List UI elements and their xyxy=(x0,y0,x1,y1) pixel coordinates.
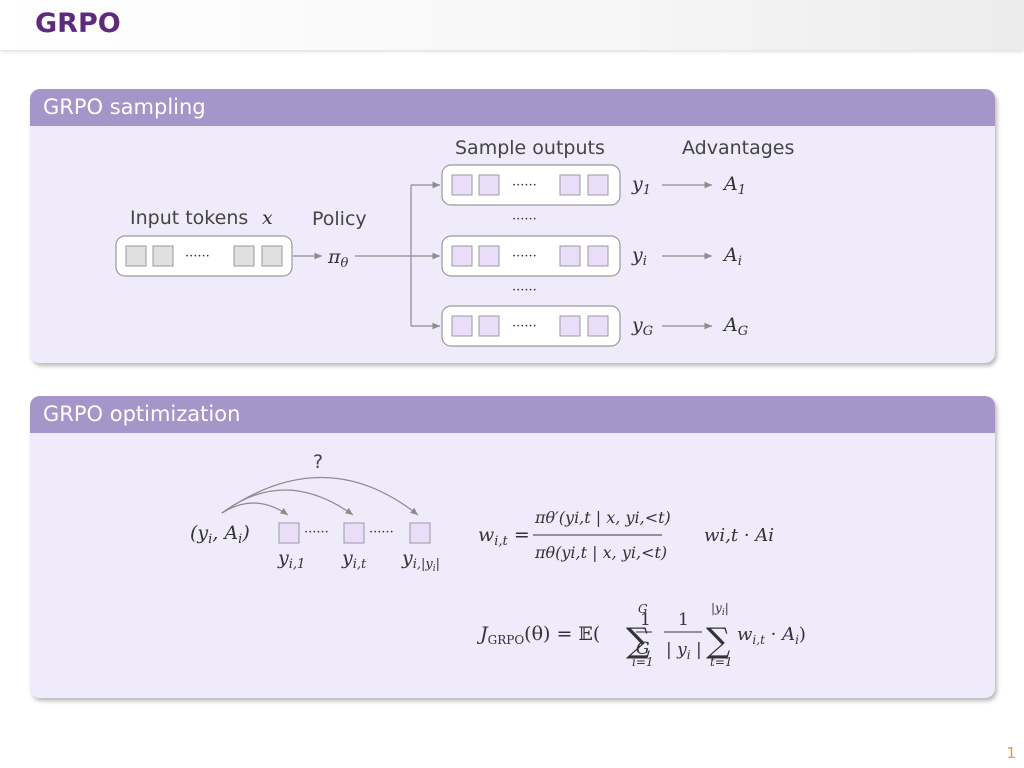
svg-text:| yi |: | yi | xyxy=(666,640,702,662)
token-yi1 xyxy=(278,522,300,544)
token-label-yi1: yi,1 xyxy=(277,547,305,572)
objective-formula: JGRPO(θ) = 𝔼( 1 G G ∑ i=1 1 | yi | |yi| … xyxy=(476,601,806,669)
optimization-diagram: ? (yi, Ai) ······ ······ yi,1 yi,t yi,|y… xyxy=(190,451,806,669)
input-token xyxy=(233,245,255,267)
token-dots: ······ xyxy=(304,525,329,540)
output-y-G: yG xyxy=(631,314,653,339)
weighted-advantage: wi,t · Ai xyxy=(704,525,774,546)
weight-denominator: πθ(yi,t | x, yi,<t) xyxy=(534,543,667,562)
slide-title: GRPO xyxy=(35,8,121,39)
input-token xyxy=(261,245,283,267)
policy-symbol: πθ xyxy=(327,246,349,271)
sampling-block-heading: GRPO sampling xyxy=(30,89,995,126)
svg-text:t=1: t=1 xyxy=(710,655,733,669)
output-box-i: ······ xyxy=(441,235,621,277)
dependency-arcs xyxy=(221,476,419,516)
page-number: 1 xyxy=(1006,744,1016,762)
svg-text:wi,t · Ai): wi,t · Ai) xyxy=(737,624,806,647)
input-tokens-label: Input tokens xyxy=(130,207,248,229)
optimization-block-heading: GRPO optimization xyxy=(30,396,995,433)
svg-text:i=1: i=1 xyxy=(632,655,654,669)
svg-text:G: G xyxy=(636,639,650,659)
input-var-x: x xyxy=(262,207,273,229)
question-mark: ? xyxy=(313,451,323,473)
token-yit xyxy=(343,522,365,544)
output-dots: ······ xyxy=(512,319,537,334)
svg-text:G: G xyxy=(638,602,648,616)
output-dots: ······ xyxy=(512,178,537,193)
output-dots: ······ xyxy=(512,249,537,264)
advantage-A-i: Ai xyxy=(722,244,742,269)
advantages-label: Advantages xyxy=(682,137,794,159)
output-box-G: ······ xyxy=(441,305,621,347)
policy-label: Policy xyxy=(312,208,367,230)
sample-outputs-label: Sample outputs xyxy=(455,137,605,159)
weight-numerator: πθ′(yi,t | x, yi,<t) xyxy=(534,508,671,527)
slide-header: GRPO xyxy=(0,0,1024,50)
svg-text:JGRPO(θ) = 𝔼(: JGRPO(θ) = 𝔼( xyxy=(476,623,600,647)
svg-text:1: 1 xyxy=(678,610,689,630)
between-dots: ······ xyxy=(512,283,537,298)
sampling-block: GRPO sampling Input tokens x Policy Samp… xyxy=(30,89,995,363)
optimization-block: GRPO optimization ? (yi, Ai) ······ ····… xyxy=(30,396,995,698)
input-token xyxy=(152,245,174,267)
between-dots: ······ xyxy=(512,212,537,227)
weight-lhs: wi,t = xyxy=(478,524,530,549)
advantage-A-G: AG xyxy=(722,314,748,339)
output-y-1: y1 xyxy=(631,173,651,198)
svg-text:1: 1 xyxy=(640,610,651,630)
input-token xyxy=(125,245,147,267)
token-yi-last xyxy=(409,522,431,544)
svg-text:|yi|: |yi| xyxy=(711,601,729,618)
output-y-i: yi xyxy=(631,244,647,269)
sampling-diagram: Input tokens x Policy Sample outputs Adv… xyxy=(115,137,794,347)
branch-arrows xyxy=(355,181,440,330)
pair-yi-Ai: (yi, Ai) xyxy=(190,522,250,547)
token-label-yit: yi,t xyxy=(341,547,367,572)
token-label-yi-last: yi,|yi| xyxy=(401,547,440,574)
advantage-A-1: A1 xyxy=(722,173,746,198)
svg-text:∑: ∑ xyxy=(626,621,650,661)
input-token-box: ······ xyxy=(115,235,293,277)
token-dots: ······ xyxy=(369,525,394,540)
output-box-1: ······ xyxy=(441,164,621,206)
svg-text:∑: ∑ xyxy=(706,621,730,661)
input-dots: ······ xyxy=(185,249,210,264)
